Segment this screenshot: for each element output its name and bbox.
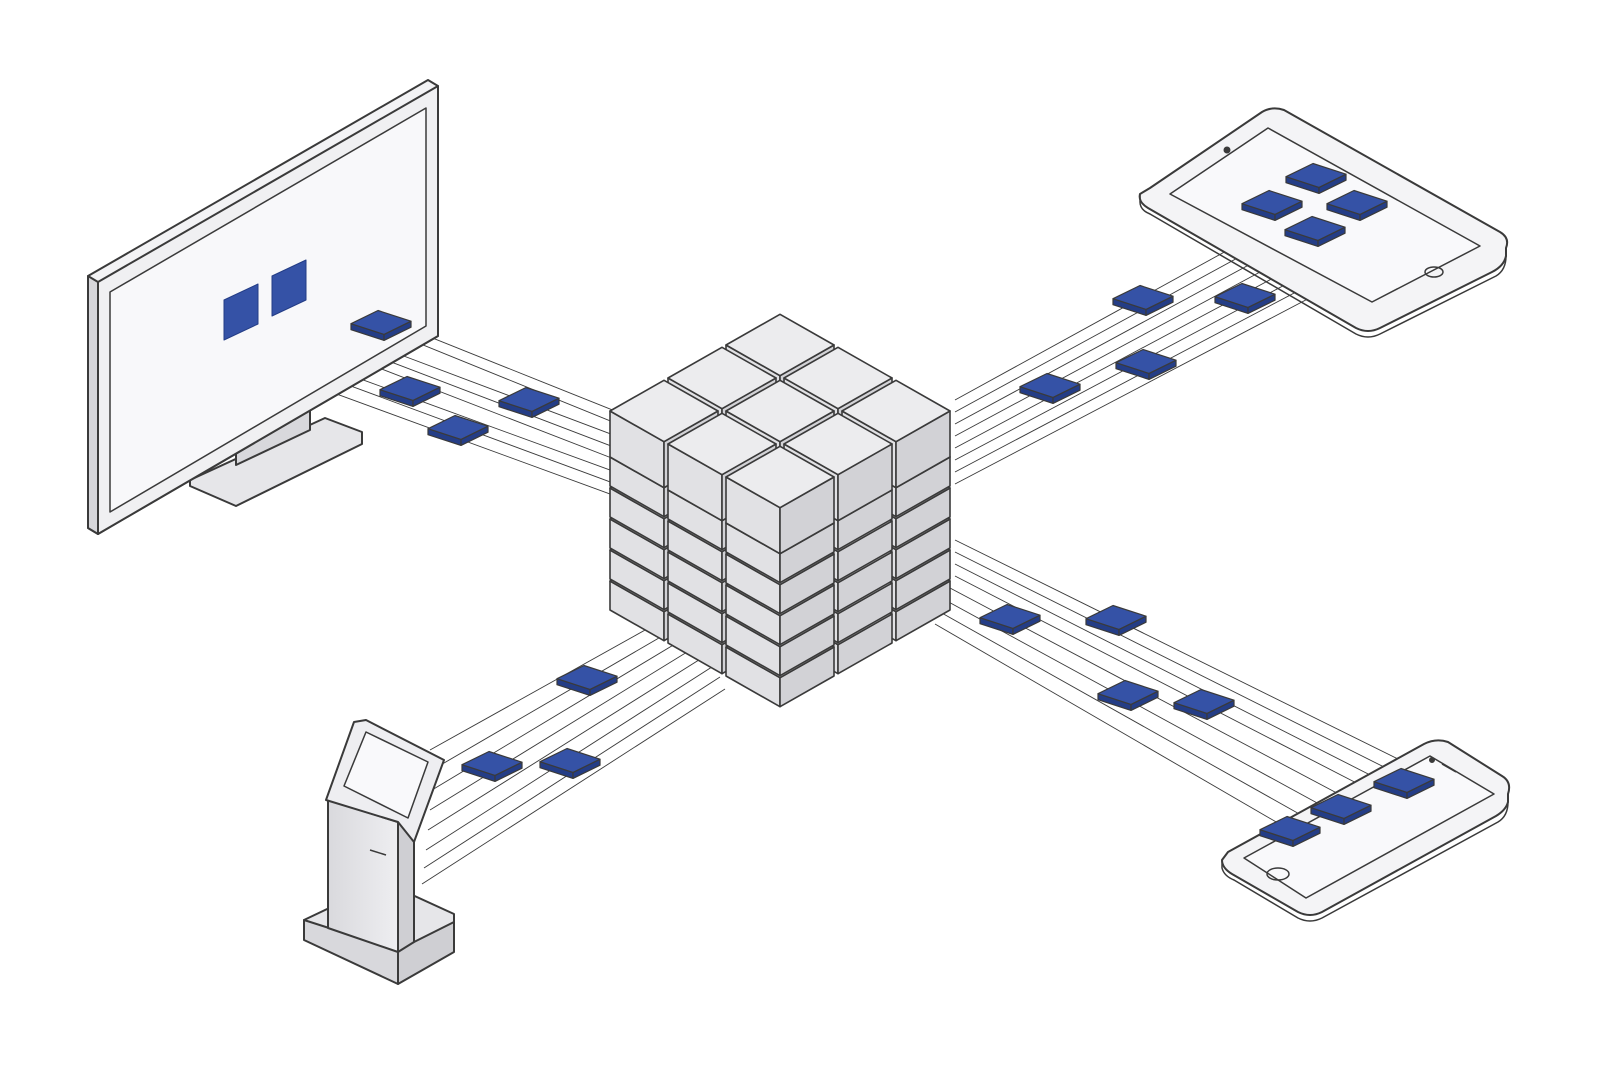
packet-phone-route: [979, 603, 1041, 636]
cube-block-top-face: [783, 412, 893, 476]
packet-top: [1173, 688, 1235, 715]
kiosk-card-slot: [369, 849, 387, 856]
packet-top: [427, 414, 489, 440]
packet-top: [1112, 284, 1174, 310]
packet-top: [1214, 282, 1276, 308]
cube-block: [725, 445, 835, 555]
packet-top: [1259, 815, 1321, 842]
packet-kiosk-route: [539, 747, 601, 780]
packet-tablet-screen: [1284, 215, 1346, 247]
packet-monitor-route: [498, 386, 560, 418]
packet-top: [498, 386, 560, 412]
phone-edge: [1221, 801, 1509, 922]
packet-top: [1085, 604, 1147, 631]
smartphone: [1221, 739, 1511, 922]
packet-top: [350, 309, 412, 335]
cube-block-top-face: [667, 346, 777, 410]
packet-top: [1019, 372, 1081, 398]
monitor-packet: [271, 259, 307, 317]
central-block-cube: [609, 313, 951, 708]
packet-kiosk-route: [556, 664, 618, 697]
cube-block-top-face: [841, 379, 951, 443]
phone-camera: [1429, 757, 1435, 763]
data-packets: [350, 162, 1435, 848]
packet-top: [1284, 215, 1346, 241]
phone-home-button: [1266, 867, 1290, 881]
monitor-packet: [223, 283, 259, 341]
packet-top: [1115, 348, 1177, 374]
phone-screen: [1243, 755, 1495, 899]
packet-tablet-route: [1112, 284, 1174, 316]
monitor-screen: [109, 107, 427, 513]
cube-block-top-face: [725, 379, 835, 443]
packet-top: [1241, 189, 1303, 215]
packet-tablet-route: [1214, 282, 1276, 314]
packet-phone-screen: [1310, 793, 1372, 826]
lines-to-phone: [934, 539, 1401, 831]
packet-tablet-screen: [1326, 189, 1388, 221]
packet-top: [1285, 162, 1347, 188]
packet-top: [379, 375, 441, 401]
packet-top: [979, 603, 1041, 630]
packet-top: [1326, 189, 1388, 215]
cube-block-top-face: [725, 445, 835, 509]
packet-tablet-route: [1019, 372, 1081, 404]
cube-block-top-face: [667, 412, 777, 476]
tablet-home-button: [1424, 266, 1444, 278]
kiosk-base-front: [397, 921, 455, 985]
packet-top: [1373, 767, 1435, 794]
packet-phone-screen: [1259, 815, 1321, 848]
packet-tablet-screen: [1241, 189, 1303, 221]
packet-top: [539, 747, 601, 774]
packet-phone-route: [1085, 604, 1147, 637]
packet-tablet-route: [1115, 348, 1177, 380]
packet-top: [1310, 793, 1372, 820]
packet-tablet-screen: [1285, 162, 1347, 194]
cube-block-top-face: [609, 379, 719, 443]
desktop-monitor: [87, 79, 439, 535]
phone-speaker: [1441, 763, 1457, 773]
packet-phone-route: [1097, 679, 1159, 712]
packet-monitor-route: [427, 414, 489, 446]
packet-top: [1097, 679, 1159, 706]
packet-top: [556, 664, 618, 691]
packet-phone-screen: [1373, 767, 1435, 800]
monitor-stand-base: [189, 417, 363, 507]
kiosk-pillar-front: [327, 799, 399, 953]
kiosk: [303, 719, 455, 985]
tablet-edge: [1139, 194, 1507, 338]
monitor-bezel-side: [87, 275, 99, 535]
tablet-screen: [1169, 127, 1481, 303]
packet-kiosk-route: [461, 750, 523, 783]
packet-top: [461, 750, 523, 777]
packet-monitor-route: [350, 309, 412, 341]
packet-phone-route: [1173, 688, 1235, 721]
cube-block-top-face: [783, 346, 893, 410]
packet-monitor-route: [379, 375, 441, 407]
tablet-camera: [1223, 146, 1231, 154]
kiosk-screen: [343, 731, 429, 819]
cube-block-top-face: [725, 313, 835, 377]
